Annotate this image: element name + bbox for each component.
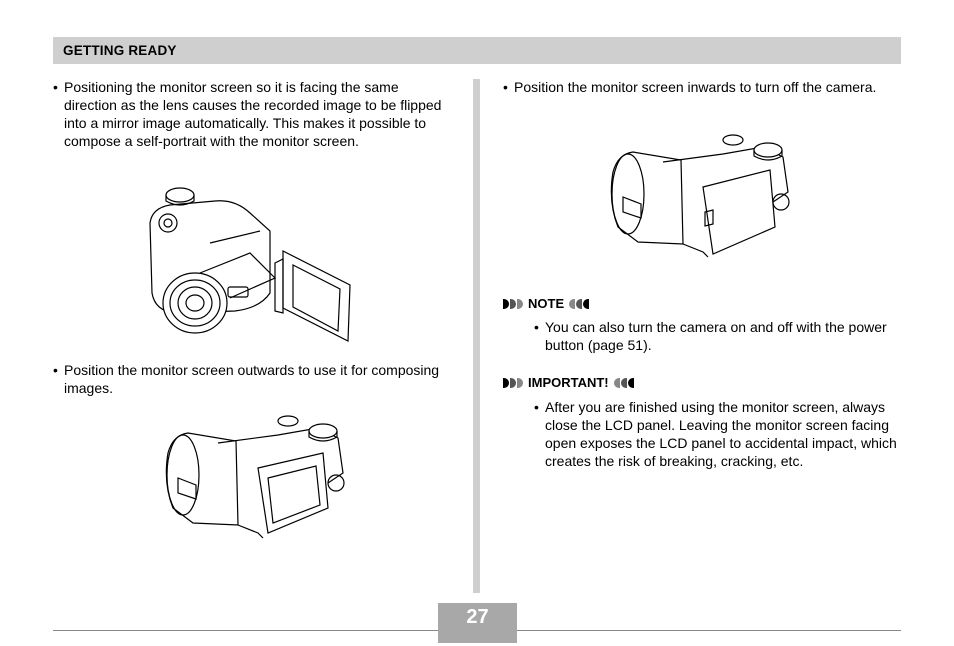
note-label: NOTE — [528, 296, 565, 311]
bullet: • — [534, 399, 539, 415]
note-heading: NOTE — [503, 296, 590, 311]
page-number-box: 27 — [438, 603, 517, 643]
note-left-marks-icon — [503, 298, 523, 309]
camera-illustration-self-portrait — [140, 183, 360, 348]
page-number: 27 — [466, 606, 489, 628]
important-label: IMPORTANT! — [528, 375, 609, 390]
right-paragraph-1-text: Position the monitor screen inwards to t… — [514, 79, 877, 95]
section-title: GETTING READY — [63, 43, 177, 58]
right-paragraph-1: • Position the monitor screen inwards to … — [503, 78, 894, 96]
left-paragraph-1-text: Positioning the monitor screen so it is … — [64, 79, 442, 149]
note-right-marks-icon — [569, 298, 590, 309]
bullet: • — [53, 362, 58, 378]
bullet: • — [534, 319, 539, 335]
important-text: After you are finished using the monitor… — [545, 399, 897, 469]
left-paragraph-1: • Positioning the monitor screen so it is… — [53, 78, 444, 150]
left-paragraph-2: • Position the monitor screen outwards to… — [53, 361, 444, 397]
important-left-marks-icon — [503, 377, 523, 388]
left-paragraph-2-text: Position the monitor screen outwards to … — [64, 362, 440, 396]
note-item: • You can also turn the camera on and off… — [534, 318, 895, 354]
important-heading: IMPORTANT! — [503, 375, 634, 390]
bullet: • — [503, 79, 508, 95]
camera-illustration-outward — [158, 413, 353, 548]
column-divider — [473, 79, 480, 593]
important-right-marks-icon — [613, 377, 634, 388]
note-text: You can also turn the camera on and off … — [545, 319, 887, 353]
important-item: • After you are finished using the monito… — [534, 398, 915, 470]
camera-illustration-closed — [605, 132, 800, 267]
section-header-bar: GETTING READY — [53, 37, 901, 64]
bullet: • — [53, 79, 58, 95]
